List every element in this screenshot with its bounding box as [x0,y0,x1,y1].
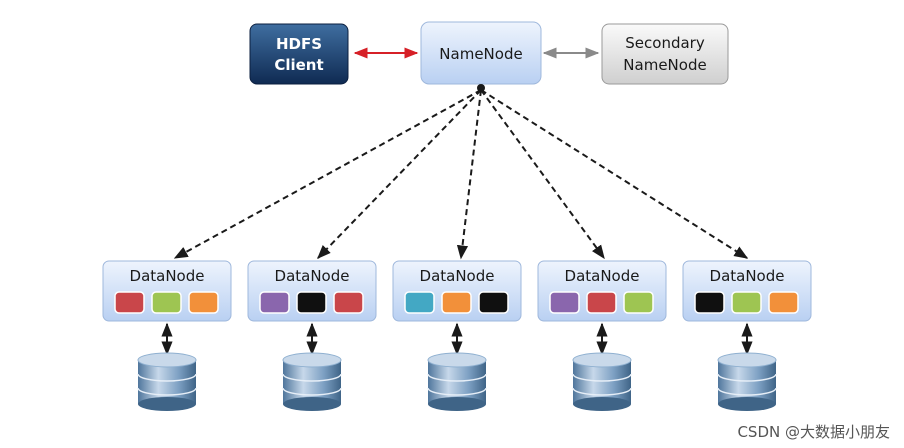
data-block [478,291,509,314]
datanode-4[interactable]: DataNode [537,260,667,322]
secondary-label-line1: Secondary [625,34,705,52]
datanode-label: DataNode [420,267,495,285]
namenode-node[interactable]: NameNode [420,21,542,85]
datanode-5[interactable]: DataNode [682,260,812,322]
watermark: CSDN @大数据小朋友 [737,423,890,441]
data-block [296,291,327,314]
data-block [259,291,290,314]
namenode-label: NameNode [439,45,522,63]
namenode-datanode-link-1 [173,89,482,259]
secondary-namenode-node[interactable]: Secondary NameNode [601,23,729,85]
datanode-label: DataNode [275,267,350,285]
namenode-datanode-links [173,89,749,260]
namenode-datanode-link-5 [480,89,749,259]
datanode-1[interactable]: DataNode [102,260,232,322]
secondary-label-line2: NameNode [623,56,706,74]
data-block [151,291,182,314]
datanode-label: DataNode [710,267,785,285]
data-block [404,291,435,314]
datanode-row: DataNode DataNode DataNode DataNode DataNode [102,260,812,411]
disk-icon [572,352,632,411]
namenode-datanode-link-4 [480,89,605,260]
data-block [731,291,762,314]
datanode-3[interactable]: DataNode [392,260,522,322]
hdfs-client-label-line2: Client [274,56,323,74]
disk-icon [717,352,777,411]
disk-icon [427,352,487,411]
data-block [549,291,580,314]
data-block [623,291,654,314]
hdfs-client-label-line1: HDFS [276,35,322,53]
disk-icon [282,352,342,411]
namenode-datanode-link-2 [317,89,482,260]
data-block [333,291,364,314]
data-block [768,291,799,314]
disk-icon [137,352,197,411]
data-block [694,291,725,314]
datanode-label: DataNode [130,267,205,285]
data-block [441,291,472,314]
namenode-datanode-link-3 [456,89,482,260]
data-block [586,291,617,314]
data-block [188,291,219,314]
datanode-label: DataNode [565,267,640,285]
hdfs-client-node[interactable]: HDFS Client [249,23,349,85]
data-block [114,291,145,314]
datanode-2[interactable]: DataNode [247,260,377,322]
